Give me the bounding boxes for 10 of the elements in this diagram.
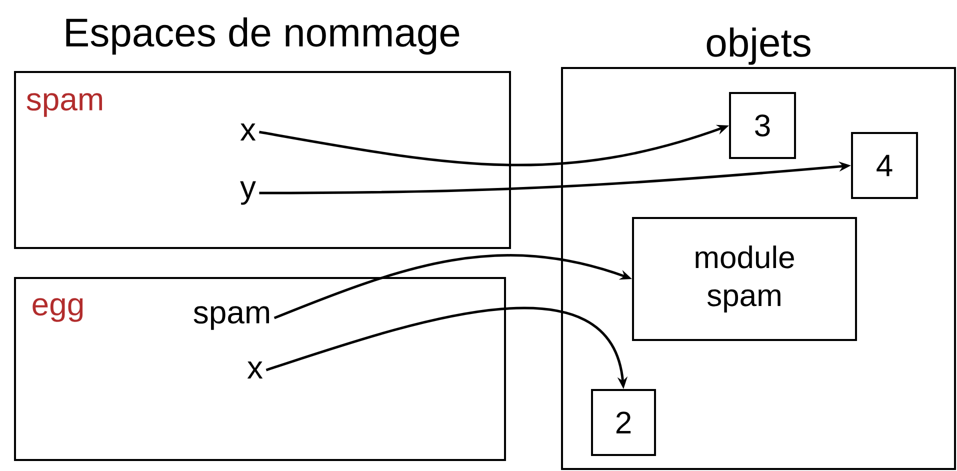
variable-name: y: [240, 181, 256, 205]
variable-name: spam: [194, 306, 269, 330]
object-box: 3: [729, 92, 796, 159]
variable-name: x: [240, 124, 256, 140]
object-box: 2: [591, 389, 656, 456]
node-label: objets: [706, 28, 810, 65]
variable-name: x: [247, 362, 263, 378]
heading: Espaces de nommage: [66, 17, 460, 55]
object-box: module spam: [632, 217, 858, 341]
object-box: 4: [851, 132, 918, 199]
